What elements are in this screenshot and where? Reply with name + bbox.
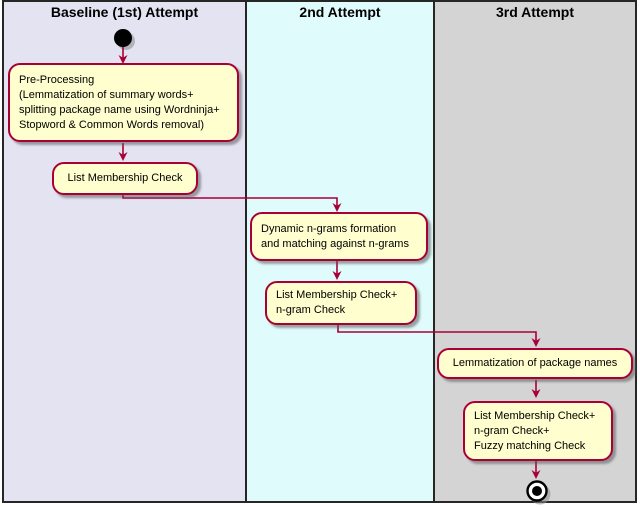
activity-line: List Membership Check+ [474,409,596,422]
activity-line: splitting package name using Wordninja+ [19,103,220,116]
activity-preprocessing: Pre-Processing (Lemmatization of summary… [8,63,239,142]
activity-line: n-gram Check+ [474,424,550,437]
activity-list-membership-ngram-check: List Membership Check+ n-gram Check [265,281,417,325]
activity-line: Pre-Processing [19,73,95,86]
activity-line: Lemmatization of package names [452,357,618,369]
lane-title-baseline: Baseline (1st) Attempt [50,4,199,20]
activity-line: Dynamic n-grams formation [261,222,397,235]
activity-line: n-gram Check [276,304,346,316]
activity-line: (Lemmatization of summary words+ [19,88,194,101]
lane-title-2nd: 2nd Attempt [299,4,381,20]
activity-final-combined-checks: List Membership Check+ n-gram Check+ Fuz… [463,401,613,461]
activity-list-membership-check: List Membership Check [52,162,198,195]
activity-line: List Membership Check+ [276,289,398,301]
lane-title-3rd: 3rd Attempt [495,4,575,20]
activity-lemmatization-package-names: Lemmatization of package names [437,348,633,379]
activity-line: Stopword & Common Words removal) [19,118,205,131]
activity-line: List Membership Check [67,172,183,184]
activity-dynamic-ngrams: Dynamic n-grams formation and matching a… [250,212,428,261]
activity-line: and matching against n-grams [261,237,409,250]
activity-line: Fuzzy matching Check [474,439,586,452]
